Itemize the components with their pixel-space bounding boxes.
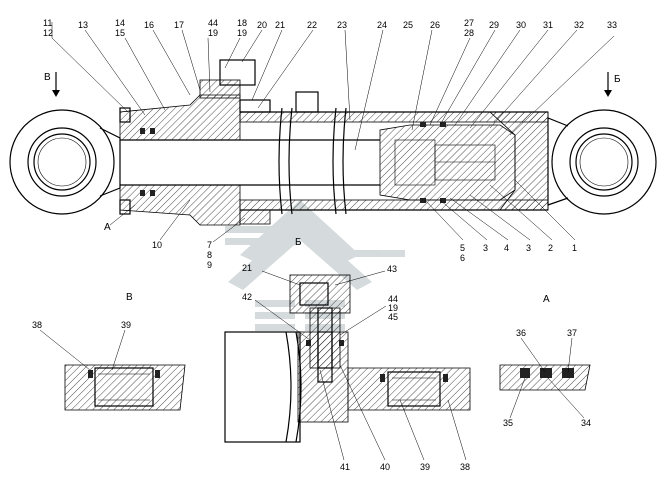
label-8: 8	[207, 250, 212, 260]
leader-lines-bottom	[109, 179, 576, 243]
label-b-39: 39	[420, 462, 430, 472]
label-15: 15	[115, 28, 125, 38]
label-17: 17	[174, 20, 184, 30]
label-10: 10	[152, 240, 162, 250]
label-14: 14	[115, 18, 125, 28]
view-b-right: Б	[614, 74, 621, 85]
label-b-45: 45	[388, 312, 398, 322]
label-23: 23	[337, 20, 347, 30]
label-4: 4	[504, 243, 509, 253]
label-19a: 19	[208, 28, 218, 38]
label-5: 5	[460, 243, 465, 253]
label-a-35: 35	[503, 418, 513, 428]
label-3a: 3	[483, 243, 488, 253]
label-13: 13	[78, 20, 88, 30]
label-7: 7	[207, 240, 212, 250]
label-a-34: 34	[581, 418, 591, 428]
label-18: 18	[237, 18, 247, 28]
label-21: 21	[275, 20, 285, 30]
label-b-40: 40	[380, 462, 390, 472]
label-b-42: 42	[242, 292, 252, 302]
label-25: 25	[403, 20, 413, 30]
leader-lines-top	[51, 22, 615, 151]
label-v-38: 38	[32, 320, 42, 330]
label-19b: 19	[237, 28, 247, 38]
part-labels-bottom: 7 8 9 10 5 6 3 4 3 2 1	[152, 240, 577, 270]
label-28: 28	[464, 28, 474, 38]
label-b-41: 41	[340, 462, 350, 472]
label-a-37: 37	[567, 328, 577, 338]
label-b-43: 43	[387, 264, 397, 274]
label-24: 24	[377, 20, 387, 30]
detail-a: 36 37 35 34	[499, 328, 591, 428]
view-b-mid: Б	[295, 237, 302, 248]
label-30: 30	[516, 20, 526, 30]
label-b-19: 19	[388, 303, 398, 313]
label-v-39: 39	[121, 320, 131, 330]
detail-b: 21 43 42 44 19 45 41 40 39 38	[224, 263, 471, 472]
section-a-left: А	[104, 222, 111, 233]
section-marks: В Б А Б В А	[44, 72, 621, 305]
label-44: 44	[208, 18, 218, 28]
label-29: 29	[489, 20, 499, 30]
label-1: 1	[572, 243, 577, 253]
label-b-44: 44	[388, 294, 398, 304]
cylinder-assembly	[9, 59, 657, 226]
label-a-36: 36	[516, 328, 526, 338]
detail-v-title: В	[126, 292, 133, 303]
label-31: 31	[543, 20, 553, 30]
label-6: 6	[460, 253, 465, 263]
label-3b: 3	[526, 243, 531, 253]
label-16: 16	[144, 20, 154, 30]
label-22: 22	[307, 20, 317, 30]
detail-v: 38 39	[32, 320, 186, 411]
label-9: 9	[207, 260, 212, 270]
part-labels-top: 11 12 13 14 15 16 17 44 19 18 19 20 21 2…	[43, 18, 617, 38]
label-b-38: 38	[460, 462, 470, 472]
label-33: 33	[607, 20, 617, 30]
label-2: 2	[548, 243, 553, 253]
label-11: 11	[43, 18, 52, 28]
label-12: 12	[43, 28, 53, 38]
label-20: 20	[257, 20, 267, 30]
label-32: 32	[574, 20, 584, 30]
label-b-21: 21	[242, 263, 252, 273]
label-27: 27	[464, 18, 474, 28]
label-26: 26	[430, 20, 440, 30]
view-v-left: В	[44, 72, 51, 83]
detail-a-title: А	[543, 294, 550, 305]
